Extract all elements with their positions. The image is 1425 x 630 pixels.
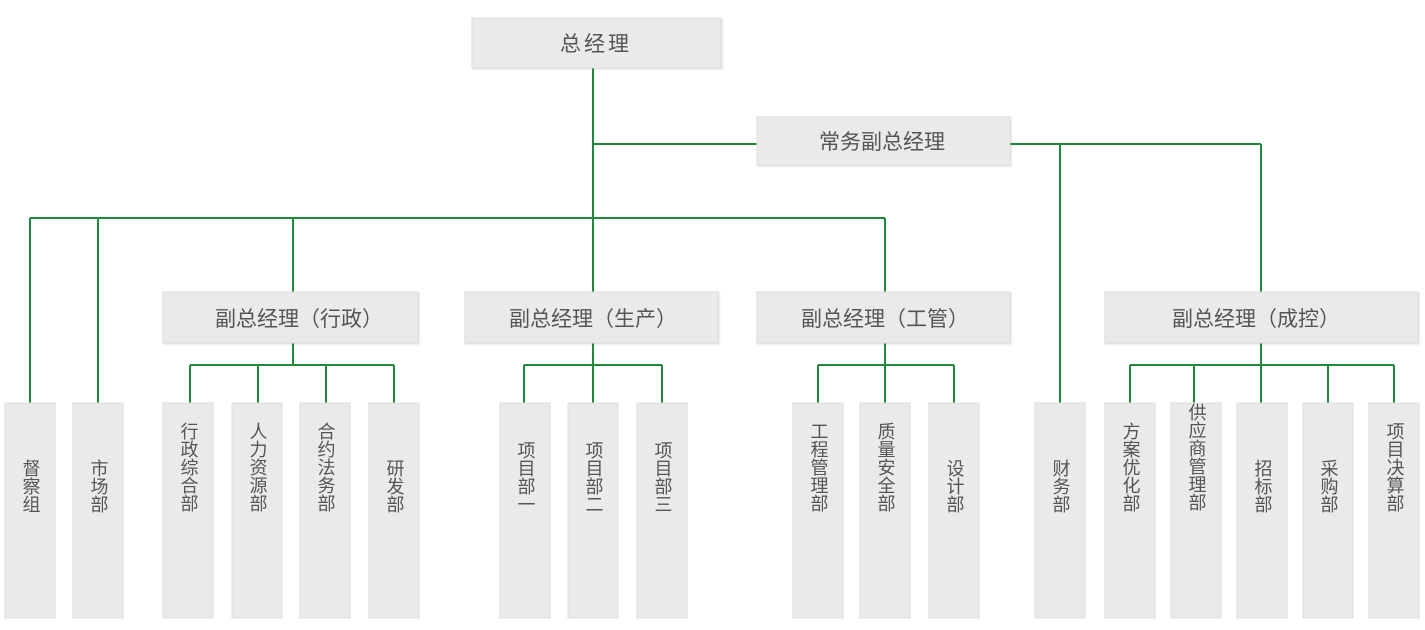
node-executive-vp: 常务副总经理 [756,116,1011,166]
dept-procurement-label: 采购部 [1318,459,1339,513]
dept-marketing-label: 市场部 [88,459,109,513]
dept-marketing: 市场部 [72,402,124,619]
dept-finance-label: 财务部 [1050,459,1071,513]
dept-quality-safety: 质量安全部 [859,402,911,619]
dept-supervision-group: 督察组 [4,402,56,619]
dept-scheme-optimization: 方案优化部 [1104,402,1156,619]
connector-lines [29,68,1395,403]
dept-hr-label: 人力资源部 [247,422,268,512]
dept-project-2: 项目部二 [567,402,619,619]
dept-tendering-label: 招标部 [1252,459,1273,513]
dept-project-final-accounts-label: 项目决算部 [1384,422,1405,512]
node-vp-admin: 副总经理（行政） [162,291,419,344]
node-vp-admin-label: 副总经理（行政） [215,307,383,331]
node-vp-engineering-label: 副总经理（工管） [801,307,969,331]
dept-design: 设计部 [928,402,980,619]
node-vp-production-label: 副总经理（生产） [509,307,677,331]
dept-contract-legal-label: 合约法务部 [315,422,336,512]
dept-admin-general: 行政综合部 [162,402,214,619]
dept-scheme-optimization-label: 方案优化部 [1120,422,1141,512]
dept-project-3-label: 项目部三 [652,441,673,513]
dept-design-label: 设计部 [944,459,965,513]
dept-project-1: 项目部一 [499,402,551,619]
dept-project-1-label: 项目部一 [515,441,536,513]
dept-project-2-label: 项目部二 [583,441,604,513]
dept-engineering-mgmt: 工程管理部 [792,402,844,619]
dept-hr: 人力资源部 [231,402,283,619]
node-vp-production: 副总经理（生产） [464,291,719,344]
dept-contract-legal: 合约法务部 [299,402,351,619]
dept-rnd: 研发部 [368,402,420,619]
dept-project-final-accounts: 项目决算部 [1368,402,1420,619]
dept-supplier-mgmt: 供应商管理部 [1170,402,1222,619]
node-ceo-label: 总经理 [560,32,632,56]
dept-supplier-mgmt-label: 供应商管理部 [1186,403,1207,511]
dept-engineering-mgmt-label: 工程管理部 [808,422,829,512]
dept-project-3: 项目部三 [636,402,688,619]
dept-finance: 财务部 [1034,402,1086,619]
dept-quality-safety-label: 质量安全部 [875,422,896,512]
dept-tendering: 招标部 [1236,402,1288,619]
dept-supervision-group-label: 督察组 [20,459,41,513]
node-ceo: 总经理 [471,17,722,69]
dept-admin-general-label: 行政综合部 [178,422,199,512]
dept-procurement: 采购部 [1302,402,1354,619]
node-vp-cost-control-label: 副总经理（成控） [1172,307,1340,331]
dept-rnd-label: 研发部 [384,459,405,513]
node-vp-engineering: 副总经理（工管） [756,291,1011,344]
node-executive-vp-label: 常务副总经理 [819,130,945,154]
node-vp-cost-control: 副总经理（成控） [1104,291,1419,344]
